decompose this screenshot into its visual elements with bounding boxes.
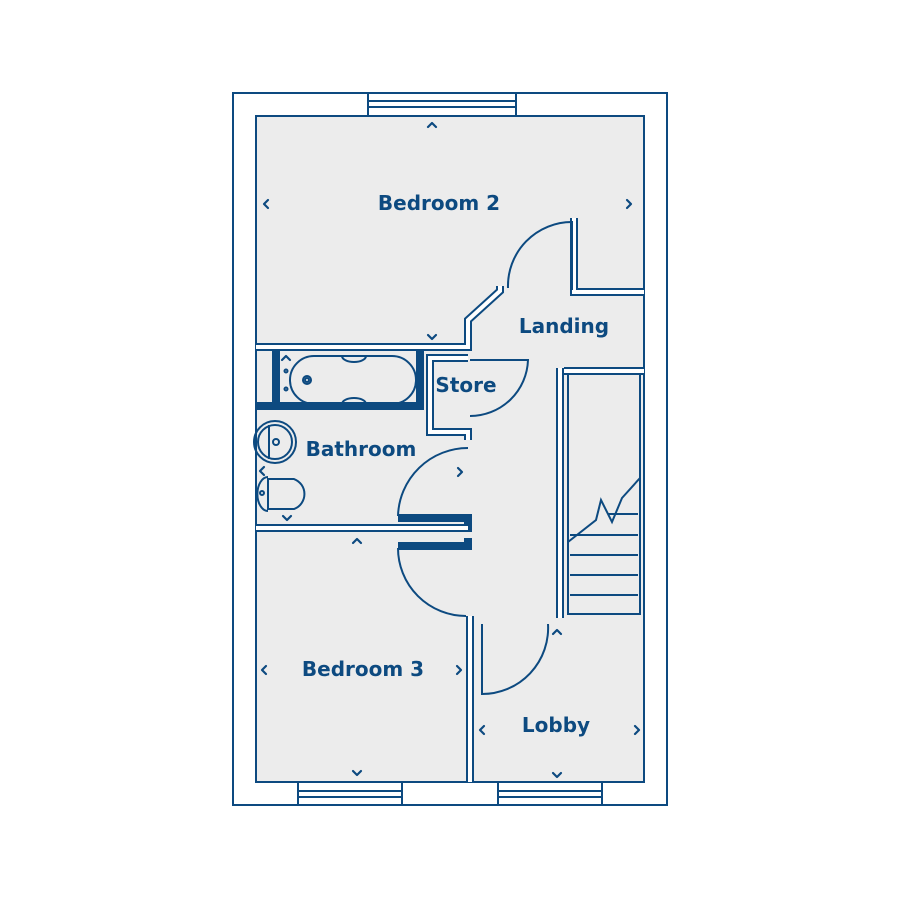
- stairs-icon: [567, 373, 641, 615]
- room-label-bathroom: Bathroom: [306, 437, 417, 461]
- bath-icon: [283, 355, 417, 405]
- door-swing-icon: [397, 220, 573, 696]
- room-label-lobby: Lobby: [522, 713, 590, 737]
- basin-icon: [253, 420, 297, 464]
- floor-area: [255, 115, 645, 783]
- room-label-store: Store: [435, 373, 496, 397]
- window-icon: [497, 781, 603, 806]
- room-label-landing: Landing: [519, 314, 609, 338]
- room-label-bedroom-3: Bedroom 3: [302, 657, 424, 681]
- room-label-bedroom-2: Bedroom 2: [378, 191, 500, 215]
- window-icon: [367, 92, 517, 117]
- dimension-marker-icon: [258, 121, 641, 779]
- internal-walls: [256, 218, 644, 782]
- window-icon: [297, 781, 403, 806]
- toilet-icon: [256, 476, 306, 512]
